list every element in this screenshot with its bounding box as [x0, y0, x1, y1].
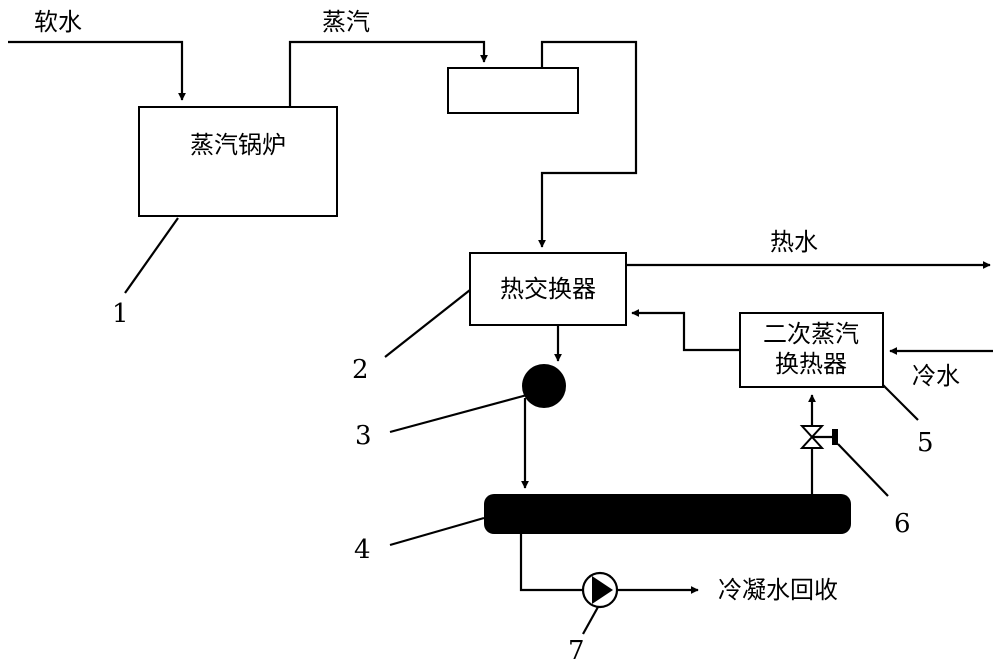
- tank-to-pump-line: [519, 534, 583, 592]
- leader-2: [384, 289, 471, 358]
- secondary-return-line: [631, 309, 740, 352]
- ref-number-7: 7: [568, 636, 585, 661]
- steam-trap-icon: [522, 364, 566, 408]
- ref-number-4: 4: [354, 535, 371, 565]
- secondary-exchanger-label-line2: 换热器: [775, 350, 847, 378]
- condensate-recovery-label: 冷凝水回收: [718, 576, 838, 604]
- header-to-exchanger-line: [538, 40, 638, 248]
- cold-water-label: 冷水: [912, 362, 960, 390]
- heat-exchanger-box: [469, 252, 627, 326]
- leader-4: [389, 516, 485, 547]
- steam-header-box: [447, 67, 579, 114]
- steam-boiler-box: [138, 106, 338, 217]
- hot-water-label: 热水: [770, 228, 818, 256]
- steam-line: [288, 40, 488, 107]
- flash-tank: [484, 494, 851, 534]
- leader-6: [837, 443, 889, 497]
- soft-water-label: 软水: [34, 8, 82, 36]
- leader-3: [389, 393, 528, 434]
- leader-5: [882, 384, 919, 421]
- ref-number-5: 5: [917, 428, 934, 458]
- ref-number-1: 1: [112, 299, 129, 329]
- secondary-steam-exchanger-box: [739, 312, 884, 388]
- heat-exchanger-label: 热交换器: [500, 275, 596, 303]
- ref-number-3: 3: [355, 421, 372, 451]
- ref-number-2: 2: [352, 355, 369, 385]
- secondary-exchanger-label-line1: 二次蒸汽: [763, 320, 859, 348]
- soft-water-line: [8, 40, 186, 101]
- pump-icon: [581, 571, 619, 609]
- steam-label: 蒸汽: [322, 8, 370, 36]
- ref-number-6: 6: [894, 509, 911, 539]
- steam-boiler-label: 蒸汽锅炉: [190, 131, 286, 159]
- leader-7: [582, 606, 599, 635]
- valve-icon: [799, 425, 838, 449]
- leader-1: [124, 217, 179, 294]
